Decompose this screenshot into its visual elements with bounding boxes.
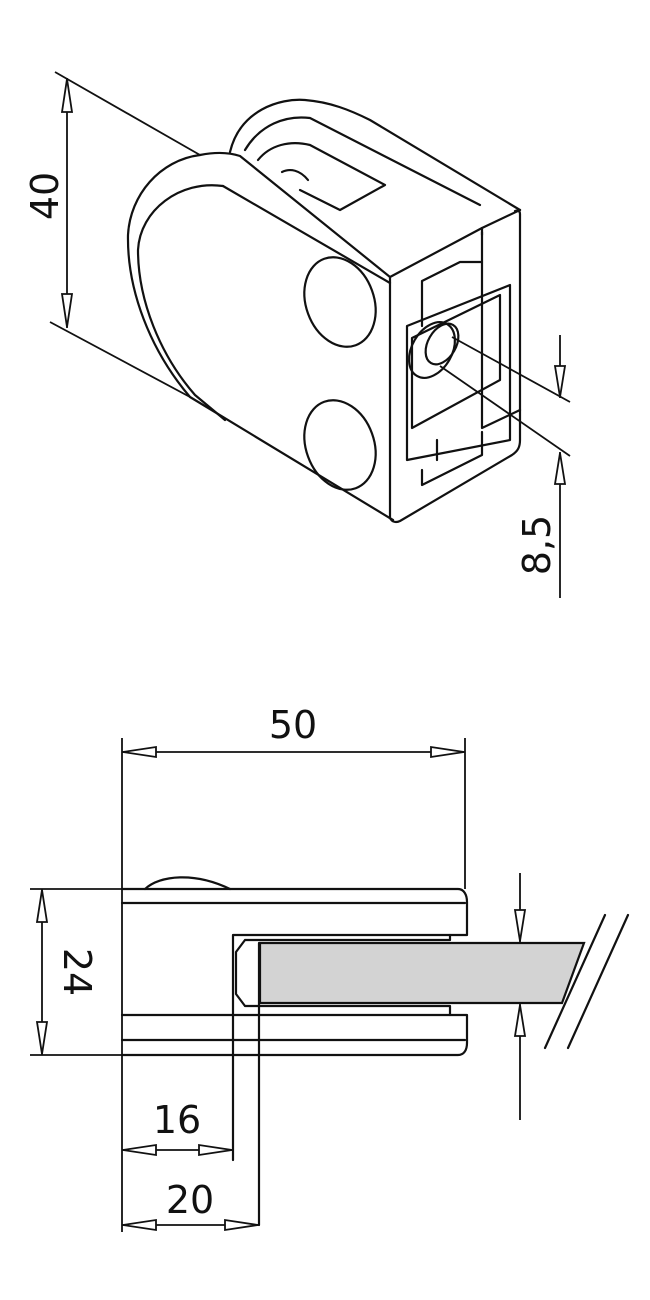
arrow-up-icon	[513, 1004, 527, 1037]
top-plate	[120, 887, 469, 1162]
front-d-plate-top	[198, 151, 392, 279]
end-face-step	[480, 230, 522, 430]
bottom-plate	[120, 1013, 469, 1057]
front-d-plate-outline	[126, 153, 395, 522]
front-end-face	[388, 209, 522, 524]
screw-head-top	[303, 256, 377, 348]
arrow-right-icon	[430, 745, 465, 759]
back-screw	[280, 169, 310, 182]
dim-8-5-extension-lines	[439, 336, 571, 457]
arrow-up-icon	[60, 78, 74, 113]
screw-head	[143, 876, 232, 891]
dim-8-5-label: 8,5	[515, 515, 559, 575]
dim-24-extension	[30, 888, 122, 1056]
side-view: 50 24 16 20	[30, 703, 630, 1232]
arrow-down-icon	[60, 293, 74, 328]
isometric-view: 40 8,5	[23, 71, 571, 598]
hole-inner	[424, 322, 460, 366]
dim-40-extension-lines	[49, 71, 201, 398]
upper-slot	[420, 260, 484, 328]
gasket	[234, 933, 452, 1017]
back-plate	[228, 98, 522, 212]
dim-40-label: 40	[23, 172, 67, 220]
arrow-down-icon	[553, 365, 567, 398]
dim-16-label: 16	[153, 1098, 201, 1142]
arrow-left-icon	[122, 745, 157, 759]
arrow-left-icon	[122, 1143, 157, 1157]
dim-50-label: 50	[269, 703, 317, 747]
break-lines	[543, 913, 630, 1050]
front-d-plate-inner	[136, 184, 227, 422]
lower-slot	[420, 430, 484, 487]
top-edge	[388, 208, 522, 279]
screw-head-bottom	[303, 399, 377, 491]
back-plate-inner	[243, 116, 482, 207]
arrow-right-icon	[198, 1143, 233, 1157]
arrow-right-icon	[224, 1218, 259, 1232]
arrow-down-icon	[35, 1021, 49, 1055]
end-window-inner	[410, 293, 502, 430]
arrow-up-icon	[35, 889, 49, 923]
arrow-left-icon	[122, 1218, 157, 1232]
dim-20-label: 20	[166, 1178, 214, 1222]
front-d-plate-edge	[221, 184, 392, 285]
arrow-up-icon	[553, 452, 567, 485]
arrow-down-icon	[513, 909, 527, 942]
back-slot	[256, 142, 387, 212]
glass-panel	[258, 941, 586, 1005]
end-window-outer	[405, 283, 512, 462]
dim-24-label: 24	[55, 948, 99, 996]
